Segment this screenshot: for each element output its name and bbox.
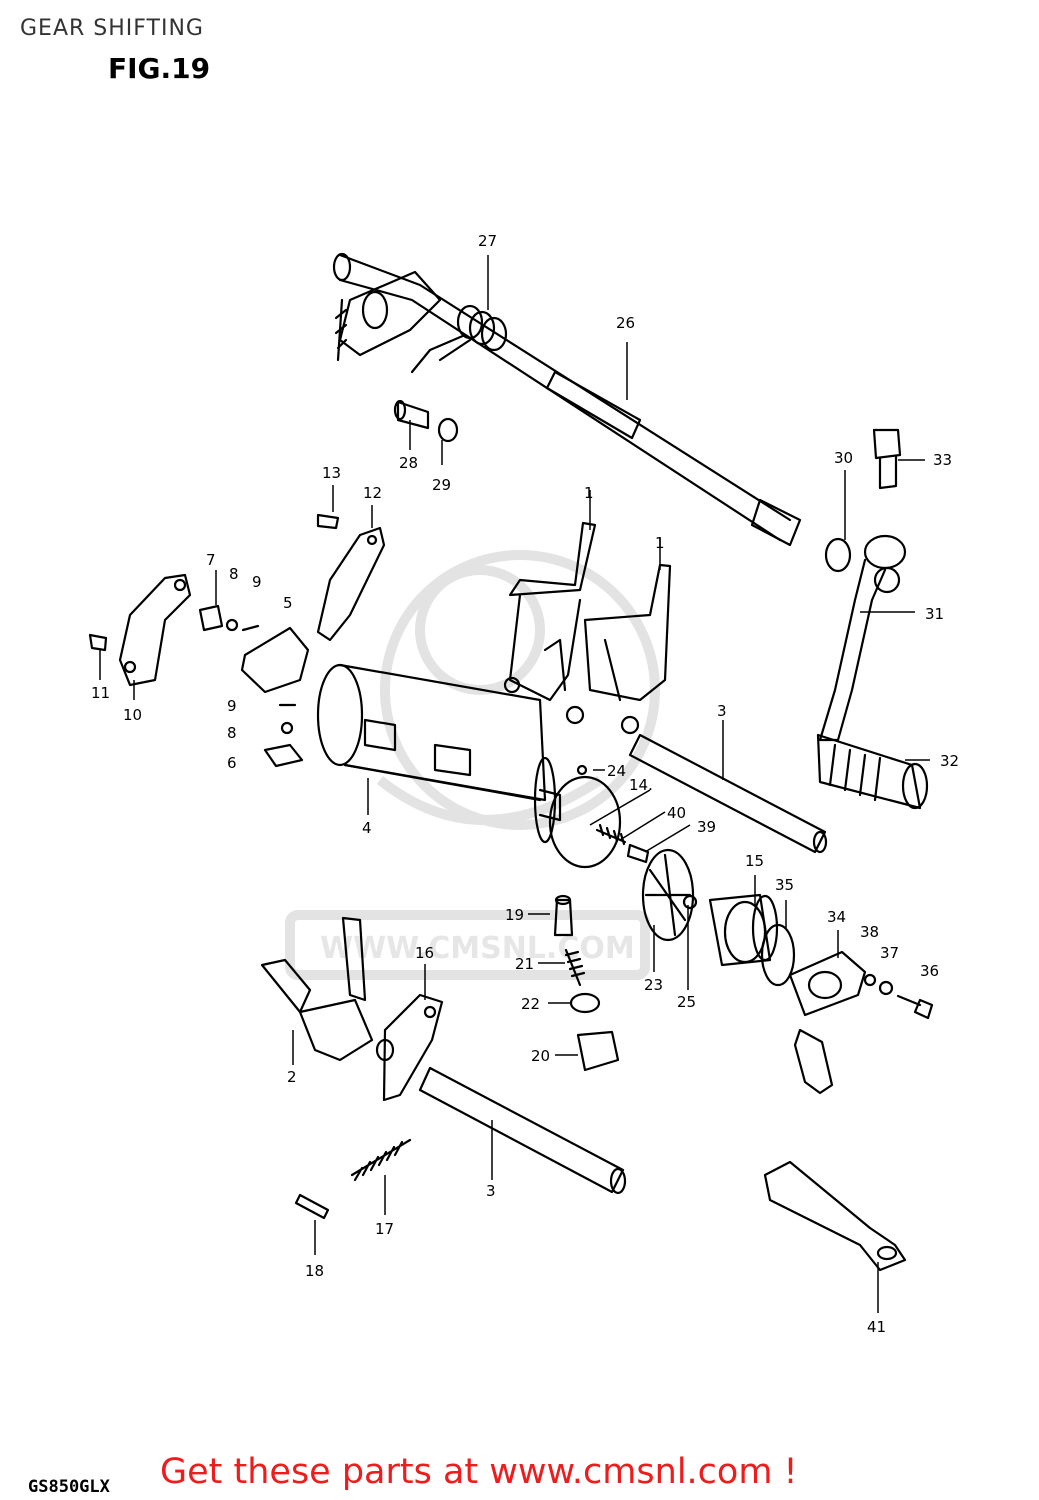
callout-31: 31 (925, 605, 944, 623)
callout-25: 25 (677, 993, 696, 1011)
cam-gear-pin (682, 894, 698, 910)
shift-lever-footrest (763, 1160, 907, 1272)
callout-34: 34 (827, 908, 846, 926)
o-ring (760, 923, 796, 987)
fork-shaft-lower (418, 1066, 627, 1195)
callout-8: 8 (229, 565, 239, 583)
callout-14: 14. (629, 776, 653, 794)
callout-23: 23 (644, 976, 663, 994)
cam-guide-washer (863, 973, 877, 987)
cam-guide (788, 950, 867, 1095)
callout-5: 5 (283, 594, 293, 612)
callout-7: 7 (206, 551, 216, 569)
callout-33: 33 (933, 451, 952, 469)
callout-18: 18 (305, 1262, 324, 1280)
gearshift-shaft-spring (410, 304, 508, 374)
callout-39: 39 (697, 818, 716, 836)
cam-pin (576, 764, 588, 776)
callout-16: 16 (415, 944, 434, 962)
stopper-plate-screw (88, 633, 108, 652)
callout-20: 20 (531, 1047, 550, 1065)
watermark-text: WWW.CMSNL.COM (320, 931, 635, 966)
callout-9b: 9 (227, 697, 237, 715)
callout-40: 40 (667, 804, 686, 822)
shift-lever-rubber (816, 733, 929, 810)
bolt-washer (437, 417, 459, 443)
callout-22: 22 (521, 995, 540, 1013)
callout-32: 32 (940, 752, 959, 770)
arm-stopper-bolt (393, 399, 430, 430)
cam-stopper-b (263, 743, 304, 768)
pawl-spring (350, 1138, 412, 1182)
cam-guide-lock-washer (878, 980, 894, 996)
gearshift-lever-bolt (872, 428, 902, 490)
callout-11: 11 (91, 684, 110, 702)
callout-8b: 8 (227, 724, 237, 742)
stopper-spring (241, 624, 260, 632)
gearshift-fork-no1-b (565, 563, 672, 735)
cam-bearing (708, 893, 779, 967)
contact-spring (564, 948, 586, 987)
callout-3: 3 (717, 702, 727, 720)
cam-driven-gear (641, 848, 695, 942)
stopper-pin-b (280, 721, 294, 735)
callout-28: 28 (399, 454, 418, 472)
stopper-pin (225, 618, 239, 632)
cam-stopper-roller (198, 604, 224, 632)
cam-circlip (548, 775, 622, 869)
gearshift-fork-no1 (503, 521, 597, 702)
callout-2: 2 (287, 1068, 297, 1086)
cam-guide-plate (316, 526, 386, 642)
callout-10: 10 (123, 706, 142, 724)
shaft-oil-seal (824, 537, 852, 573)
callout-41: 41 (867, 1318, 886, 1336)
callout-17: 17 (375, 1220, 394, 1238)
callout-15: 15 (745, 852, 764, 870)
cam-stopper-plate (118, 573, 192, 687)
callout-37: 37 (880, 944, 899, 962)
callout-4: 4 (362, 819, 372, 837)
fork-shaft-upper (628, 733, 828, 854)
callout-1b: 1 (655, 534, 665, 552)
callout-27: 27 (478, 232, 497, 250)
o-ring-small (569, 992, 601, 1014)
gearshift-lever (818, 534, 907, 742)
callout-21: 21 (515, 955, 534, 973)
callout-29: 29 (432, 476, 451, 494)
gearshift-fork-no2 (260, 916, 374, 1062)
callout-13: 13 (322, 464, 341, 482)
callout-3b: 3 (486, 1182, 496, 1200)
callout-9: 9 (252, 573, 262, 591)
model-code: GS850GLX (28, 1477, 110, 1497)
callout-leaders (99, 255, 930, 1313)
callout-36: 36 (920, 962, 939, 980)
cam-stopper-pin (626, 843, 650, 864)
callout-26: 26 (616, 314, 635, 332)
neutral-switch-contact (553, 894, 574, 937)
callout-38: 38 (860, 923, 879, 941)
cam-guide-screw (896, 994, 934, 1020)
pawl-pin (294, 1193, 330, 1220)
callout-19: 19 (505, 906, 524, 924)
callout-1: 1 (584, 484, 594, 502)
figure-label: FIG.19 (108, 52, 211, 85)
callout-35: 35 (775, 876, 794, 894)
gearshift-shaft (332, 252, 802, 547)
callout-30: 30 (834, 449, 853, 467)
gearshift-cam (316, 663, 562, 844)
callout-labels: 1 1 2 3 3 4 5 6 7 8 8 9 9 10 11 12 13 14… (91, 232, 959, 1336)
neutral-switch-body (576, 1030, 620, 1072)
callout-6: 6 (227, 754, 237, 772)
callout-12: 12 (363, 484, 382, 502)
callout-24: 24 (607, 762, 626, 780)
cam-stopper (240, 626, 310, 694)
promo-link[interactable]: Get these parts at www.cmsnl.com ! (160, 1452, 798, 1492)
section-title: GEAR SHIFTING (20, 16, 204, 41)
cam-spring (595, 823, 627, 846)
gearshift-pawl-lifter (375, 993, 444, 1102)
guide-plate-screw (316, 513, 340, 530)
